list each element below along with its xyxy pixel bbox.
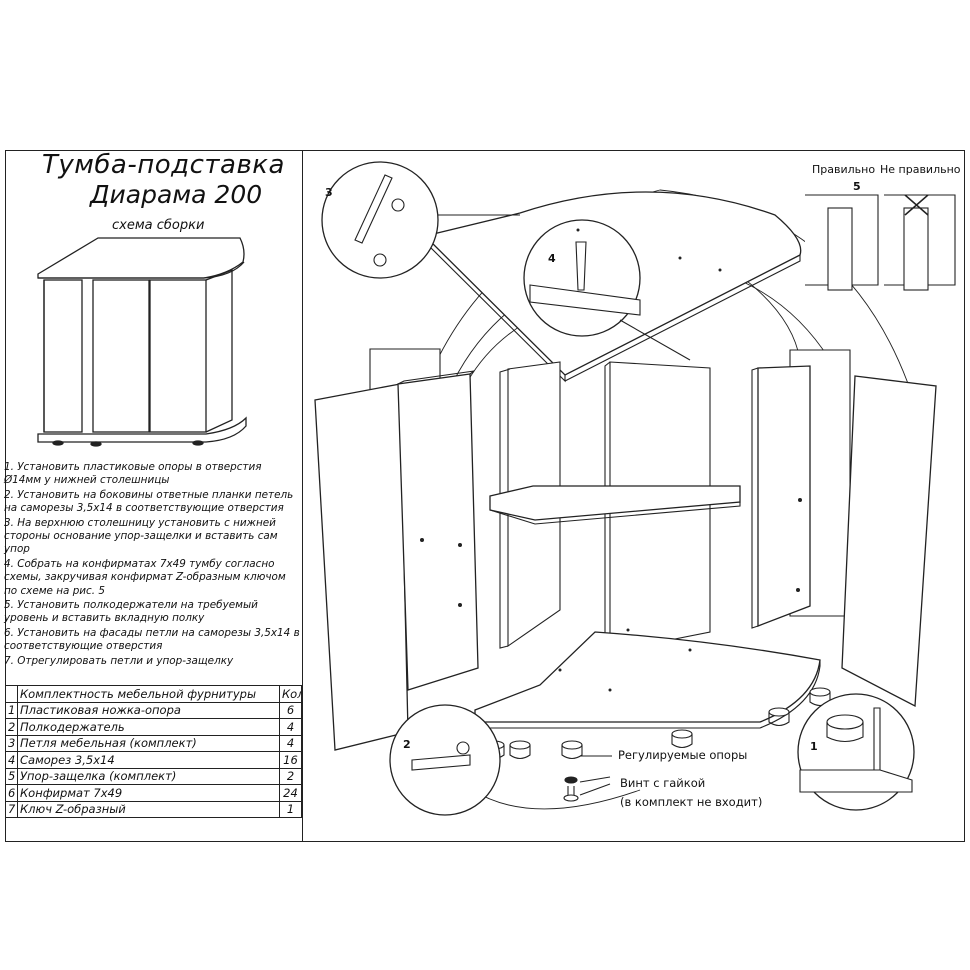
frame-divider	[302, 150, 303, 842]
instruction-step: 6. Установить на фасады петли на саморез…	[4, 626, 300, 653]
table-header-row: Комплектность мебельной фурнитуры Кол	[5, 685, 302, 703]
detail-number-1: 1	[810, 740, 818, 753]
instruction-step: 1. Установить пластиковые опоры в отверс…	[4, 461, 262, 487]
detail-number-4: 4	[548, 252, 556, 265]
product-title: Тумба-подставка	[42, 150, 285, 180]
product-model: Диарама 200	[90, 180, 263, 209]
hardware-table: Комплектность мебельной фурнитуры Кол 1П…	[5, 685, 302, 818]
supports-label: Регулируемые опоры	[618, 748, 748, 762]
correct-label: Правильно	[812, 163, 876, 176]
instruction-step: 7. Отрегулировать петли и упор-защелку	[4, 654, 234, 667]
detail-number-3: 3	[325, 186, 333, 199]
assembly-instructions: 1. Установить пластиковые опоры в отверс…	[4, 461, 300, 669]
table-header-name: Комплектность мебельной фурнитуры	[17, 685, 280, 703]
screw-note: (в комплект не входит)	[620, 795, 763, 809]
drawing-frame	[5, 150, 965, 842]
instruction-step: 4. Собрать на конфирматах 7х49 тумбу сог…	[4, 557, 286, 597]
screw-label: Винт с гайкой	[620, 776, 706, 790]
instruction-step: 2. Установить на боковины ответные планк…	[4, 488, 294, 515]
incorrect-label: Не правильно	[880, 163, 961, 176]
detail-number-5: 5	[853, 180, 861, 193]
instruction-step: 5. Установить полкодержатели на требуемы…	[4, 599, 258, 625]
scheme-subtitle: схема сборки	[112, 218, 205, 233]
instruction-step: 3. На верхнюю столешницу установить с ни…	[4, 516, 278, 556]
detail-number-2: 2	[403, 738, 411, 751]
